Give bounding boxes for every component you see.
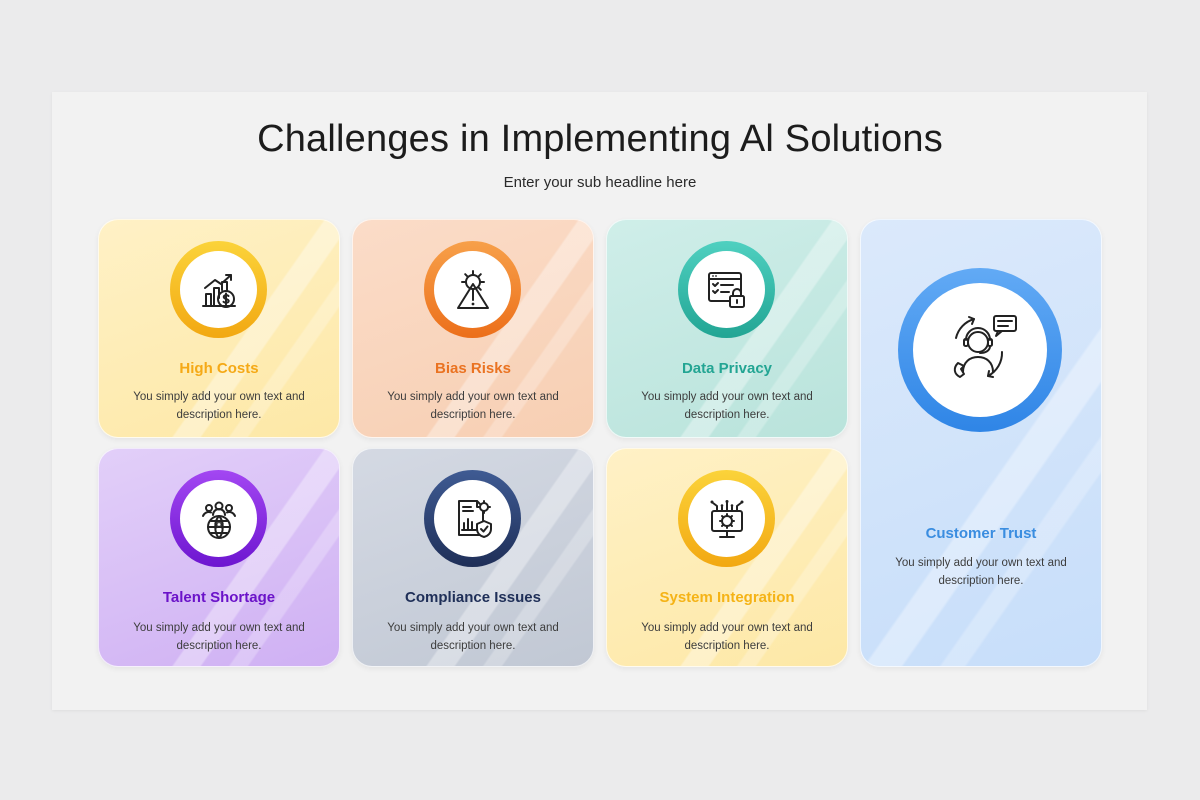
card-description: You simply add your own text and descrip… [133,622,305,652]
card-description: You simply add your own text and descrip… [895,557,1067,587]
compliance-document-icon [457,499,492,538]
cost-chart-icon [201,273,236,308]
icon-ring [170,470,267,567]
card-bias-risks: Bias Risks You simply add your own text … [352,219,594,438]
data-lock-icon [707,271,745,308]
icon-ring [424,470,521,567]
icon-ring [898,268,1062,432]
card-description: You simply add your own text and descrip… [641,391,813,421]
icon-ring [170,241,267,338]
page-title: Challenges in Implementing Al Solutions [257,118,943,160]
card-description: You simply add your own text and descrip… [641,622,813,652]
icon-ring [678,241,775,338]
page-subtitle: Enter your sub headline here [503,174,697,191]
card-title: System Integration [659,589,795,606]
card-title: Bias Risks [435,360,511,377]
card-description: You simply add your own text and descrip… [387,391,559,421]
card-talent-shortage: Talent Shortage You simply add your own … [98,448,340,667]
icon-ring [678,470,775,567]
customer-support-icon [953,315,1017,378]
card-customer-trust: Customer Trust You simply add your own t… [860,219,1102,667]
card-title: Data Privacy [681,360,773,377]
card-description: You simply add your own text and descrip… [387,622,559,652]
card-title: Talent Shortage [162,589,276,606]
card-title: Compliance Issues [405,589,541,606]
system-integration-icon [710,499,743,538]
icon-ring [424,241,521,338]
global-talent-icon [201,501,236,539]
card-high-costs: High Costs You simply add your own text … [98,219,340,438]
card-description: You simply add your own text and descrip… [133,391,305,421]
card-compliance-issues: Compliance Issues You simply add your ow… [352,448,594,667]
card-title: High Costs [179,360,259,377]
card-data-privacy: Data Privacy You simply add your own tex… [606,219,848,438]
warning-gear-icon [456,269,489,309]
card-system-integration: System Integration You simply add your o… [606,448,848,667]
card-title: Customer Trust [925,525,1037,542]
